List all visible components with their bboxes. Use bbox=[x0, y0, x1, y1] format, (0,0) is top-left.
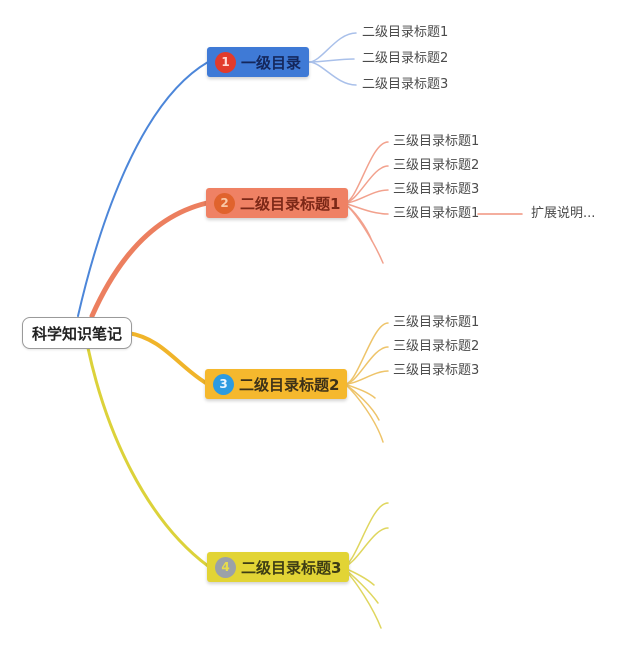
priority-badge-2-icon: 2 bbox=[214, 192, 235, 214]
topic-node-1-label: 一级目录 bbox=[241, 53, 302, 72]
priority-badge-3-icon: 3 bbox=[213, 373, 234, 395]
fan-curve-empty bbox=[343, 202, 373, 242]
root-topic-label: 科学知识笔记 bbox=[32, 324, 123, 343]
topic-node-2-label: 二级目录标题1 bbox=[240, 194, 341, 213]
subtopic-label[interactable]: 三级目录标题1 bbox=[393, 134, 480, 149]
topic-node-4[interactable]: 4 二级目录标题3 bbox=[207, 552, 350, 582]
branch1-fan bbox=[308, 32, 357, 86]
subtopic-label[interactable]: 三级目录标题1 bbox=[393, 315, 480, 330]
root-topic[interactable]: 科学知识笔记 bbox=[22, 317, 133, 349]
fan-curve bbox=[344, 322, 389, 385]
subtopic-label[interactable]: 二级目录标题3 bbox=[362, 77, 449, 92]
topic-node-3[interactable]: 3 二级目录标题2 bbox=[205, 369, 348, 399]
subtopic-label[interactable]: 三级目录标题1 bbox=[393, 206, 480, 221]
priority-badge-1-icon: 1 bbox=[215, 51, 236, 73]
subtopic-label[interactable]: 三级目录标题3 bbox=[393, 182, 480, 197]
fan-curve bbox=[308, 32, 357, 63]
topic-node-2[interactable]: 2 二级目录标题1 bbox=[206, 188, 349, 218]
subtopic-label[interactable]: 三级目录标题3 bbox=[393, 363, 480, 378]
fan-curve-empty bbox=[344, 383, 384, 443]
note-label[interactable]: 扩展说明... bbox=[531, 206, 596, 221]
topic-node-1[interactable]: 1 一级目录 bbox=[207, 47, 310, 77]
branch1-main-curve bbox=[77, 61, 209, 317]
subtopic-label[interactable]: 三级目录标题2 bbox=[393, 339, 480, 354]
fan-curve bbox=[343, 165, 389, 204]
branch2-main-curve bbox=[89, 200, 210, 319]
fan-curve-empty bbox=[344, 383, 376, 399]
branch3-fan bbox=[344, 322, 389, 443]
branch2-fan bbox=[343, 141, 389, 264]
priority-badge-4-icon: 4 bbox=[215, 556, 236, 578]
fan-curve bbox=[344, 370, 389, 385]
fan-curve-empty bbox=[343, 202, 384, 264]
subtopic-label[interactable]: 二级目录标题1 bbox=[362, 25, 449, 40]
subtopic-label[interactable]: 三级目录标题2 bbox=[393, 158, 480, 173]
fan-curve bbox=[343, 141, 389, 204]
fan-curve bbox=[308, 61, 357, 86]
branch4-main-curve bbox=[86, 346, 210, 568]
branch3-main-curve bbox=[126, 331, 208, 385]
topic-node-3-label: 二级目录标题2 bbox=[239, 375, 340, 394]
topic-node-4-label: 二级目录标题3 bbox=[241, 558, 342, 577]
subtopic-label[interactable]: 二级目录标题2 bbox=[362, 51, 449, 66]
